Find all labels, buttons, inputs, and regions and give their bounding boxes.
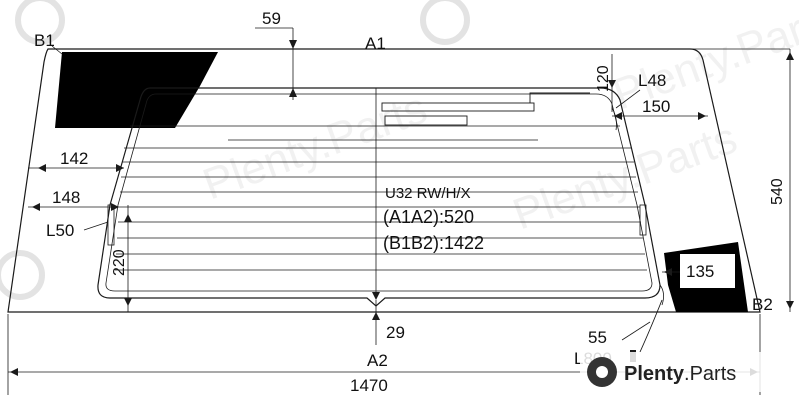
dimension-135 (662, 268, 680, 276)
label-l50: L50 (46, 221, 74, 240)
part-code: U32 RW/H/X (385, 185, 471, 202)
dim-label-120: 120 (595, 65, 612, 92)
dim-label-29: 29 (386, 323, 405, 342)
dim-label-150: 150 (642, 97, 670, 116)
dim-label-148: 148 (52, 188, 80, 207)
cable-l800 (639, 299, 663, 353)
dimension-148 (28, 203, 119, 211)
label-l48: L48 (638, 71, 666, 90)
dimension-142 (28, 164, 124, 172)
black-patch-top-left (55, 52, 218, 128)
watermark-logo-icon (0, 250, 45, 300)
corner-label-b2: B2 (752, 295, 773, 314)
edge-label-a1: A1 (365, 34, 386, 53)
heated-area-outline (97, 87, 661, 307)
watermark-text: Plenty.Parts (507, 113, 744, 239)
heated-area-inner-outline (105, 93, 653, 292)
leader-l48 (615, 89, 641, 109)
edge-label-a2: A2 (367, 351, 388, 370)
watermark-logo-icon (15, 0, 65, 45)
label-box-135 (680, 254, 735, 288)
glass-outline (7, 48, 761, 313)
antenna-pattern (381, 92, 590, 126)
dimension-150 (612, 112, 708, 120)
dim-label-540: 540 (769, 178, 786, 205)
dim-label-59: 59 (262, 9, 281, 28)
dimension-59 (255, 27, 297, 100)
dimension-120 (608, 54, 616, 112)
heater-grid (115, 125, 647, 271)
dim-label-142: 142 (60, 149, 88, 168)
side-connectors (107, 107, 664, 306)
leader-b1 (51, 45, 63, 55)
dimension-540 (690, 48, 794, 312)
brand-text-bold: Plenty (624, 363, 685, 385)
dimension-29 (372, 292, 380, 345)
corner-label-b1: B1 (34, 31, 55, 50)
dim-label-1470: 1470 (350, 376, 388, 395)
brand-text: Plenty.Parts (624, 363, 736, 385)
brake-disc-hub-icon (596, 366, 608, 378)
dim-label-135: 135 (686, 262, 714, 281)
brand-text-rest: .Parts (684, 363, 736, 385)
dimension-220 (124, 205, 132, 312)
watermark-logo-icon (420, 0, 470, 45)
brand-logo: Plenty.Parts (580, 352, 794, 392)
dim-label-220: 220 (111, 249, 128, 276)
leader-l50 (83, 221, 109, 231)
dim-label-55: 55 (588, 328, 607, 347)
spec-a1a2: (A1A2):520 (383, 207, 474, 227)
leader-55 (621, 321, 651, 341)
spec-b1b2: (B1B2):1422 (383, 233, 484, 253)
